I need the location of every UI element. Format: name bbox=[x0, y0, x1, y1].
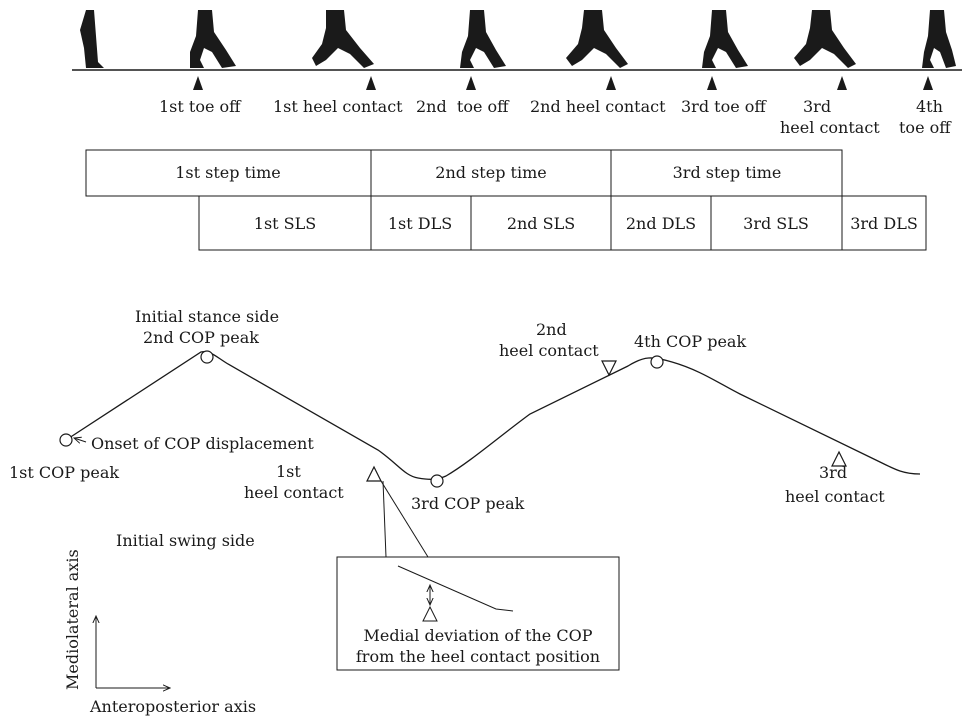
second-cop-peak-marker bbox=[200, 350, 214, 364]
third-cop-peak-marker bbox=[430, 474, 444, 488]
support-phase-labels: 1st SLS 1st DLS 2nd SLS 2nd DLS 3rd SLS … bbox=[254, 214, 918, 233]
event-label-3: 2nd toe off bbox=[416, 97, 510, 116]
third-cop-peak-label: 3rd COP peak bbox=[411, 494, 525, 513]
anteroposterior-axis-label: Anteroposterior axis bbox=[89, 697, 256, 716]
inset-cop-line bbox=[397, 565, 514, 612]
first-cop-peak-marker bbox=[59, 433, 73, 447]
event-label-7a: 4th bbox=[916, 97, 943, 116]
step-time-labels: 1st step time 2nd step time 3rd step tim… bbox=[175, 163, 781, 182]
inset-connector-right bbox=[380, 480, 429, 558]
onset-label: Onset of COP displacement bbox=[91, 434, 314, 453]
inset-caption-line-1: Medial deviation of the COP bbox=[364, 626, 593, 645]
axes bbox=[96, 616, 170, 688]
step-time-label-2: 2nd step time bbox=[435, 163, 546, 182]
second-cop-peak-label: 2nd COP peak bbox=[143, 328, 259, 347]
event-markers bbox=[193, 76, 933, 90]
walking-figures bbox=[80, 10, 956, 68]
event-label-1: 1st toe off bbox=[159, 97, 242, 116]
cop-labels: Initial stance side 2nd COP peak Onset o… bbox=[9, 307, 885, 550]
event-label-5: 3rd toe off bbox=[681, 97, 767, 116]
inset-callout bbox=[336, 480, 620, 671]
event-label-6b: heel contact bbox=[780, 118, 880, 137]
fourth-cop-peak-label: 4th COP peak bbox=[634, 332, 746, 351]
walker-figure-5 bbox=[566, 10, 628, 68]
mediolateral-axis-label: Mediolateral axis bbox=[63, 549, 82, 690]
walker-figure-3 bbox=[312, 10, 374, 68]
walker-figure-8 bbox=[922, 10, 956, 68]
event-marker-4 bbox=[606, 76, 616, 90]
event-marker-3 bbox=[466, 76, 476, 90]
first-heel-contact-marker bbox=[366, 465, 382, 482]
second-heel-contact-label-2: heel contact bbox=[499, 341, 599, 360]
first-cop-peak-label: 1st COP peak bbox=[9, 463, 119, 482]
inset-connector-left bbox=[382, 480, 387, 558]
event-marker-1 bbox=[193, 76, 203, 90]
third-heel-contact-label-1: 3rd bbox=[819, 463, 847, 482]
event-marker-6 bbox=[837, 76, 847, 90]
heel-contact-markers bbox=[366, 360, 847, 482]
first-heel-contact-label-1: 1st bbox=[276, 462, 301, 481]
phase-label-6: 3rd DLS bbox=[850, 214, 918, 233]
phase-cell-6 bbox=[841, 195, 927, 251]
phase-label-1: 1st SLS bbox=[254, 214, 316, 233]
event-label-6a: 3rd bbox=[803, 97, 831, 116]
phase-label-4: 2nd DLS bbox=[626, 214, 696, 233]
event-marker-7 bbox=[923, 76, 933, 90]
event-labels: 1st toe off 1st heel contact 2nd toe off… bbox=[159, 97, 952, 137]
step-time-label-3: 3rd step time bbox=[673, 163, 782, 182]
fourth-cop-peak-marker bbox=[650, 355, 664, 369]
inset-box bbox=[336, 556, 620, 671]
walker-figure-7 bbox=[794, 10, 856, 68]
walker-figure-2 bbox=[190, 10, 236, 68]
cop-peaks bbox=[59, 350, 664, 488]
third-heel-contact-label-2: heel contact bbox=[785, 487, 885, 506]
phase-label-5: 3rd SLS bbox=[743, 214, 809, 233]
onset-arrow bbox=[74, 438, 87, 442]
second-heel-contact-marker bbox=[601, 360, 617, 377]
first-heel-contact-label-2: heel contact bbox=[244, 483, 344, 502]
phase-label-3: 2nd SLS bbox=[507, 214, 575, 233]
step-time-label-1: 1st step time bbox=[175, 163, 281, 182]
cop-trajectory bbox=[65, 350, 921, 480]
inset-caption-line-2: from the heel contact position bbox=[356, 647, 600, 666]
support-phase-table bbox=[198, 195, 927, 251]
event-label-2: 1st heel contact bbox=[273, 97, 403, 116]
inset-heel-contact-marker bbox=[422, 605, 438, 622]
event-marker-5 bbox=[707, 76, 717, 90]
phase-label-2: 1st DLS bbox=[388, 214, 452, 233]
second-heel-contact-label-1: 2nd bbox=[536, 320, 567, 339]
walker-figure-1 bbox=[80, 10, 104, 68]
third-heel-contact-marker bbox=[831, 450, 847, 467]
event-marker-2 bbox=[366, 76, 376, 90]
event-label-7b: toe off bbox=[899, 118, 952, 137]
inset-caption: Medial deviation of the COP from the hee… bbox=[356, 626, 600, 666]
walker-figure-6 bbox=[702, 10, 748, 68]
event-label-4: 2nd heel contact bbox=[530, 97, 666, 116]
walker-figure-4 bbox=[460, 10, 506, 68]
initial-stance-side-label: Initial stance side bbox=[135, 307, 279, 326]
initial-swing-side-label: Initial swing side bbox=[116, 531, 255, 550]
